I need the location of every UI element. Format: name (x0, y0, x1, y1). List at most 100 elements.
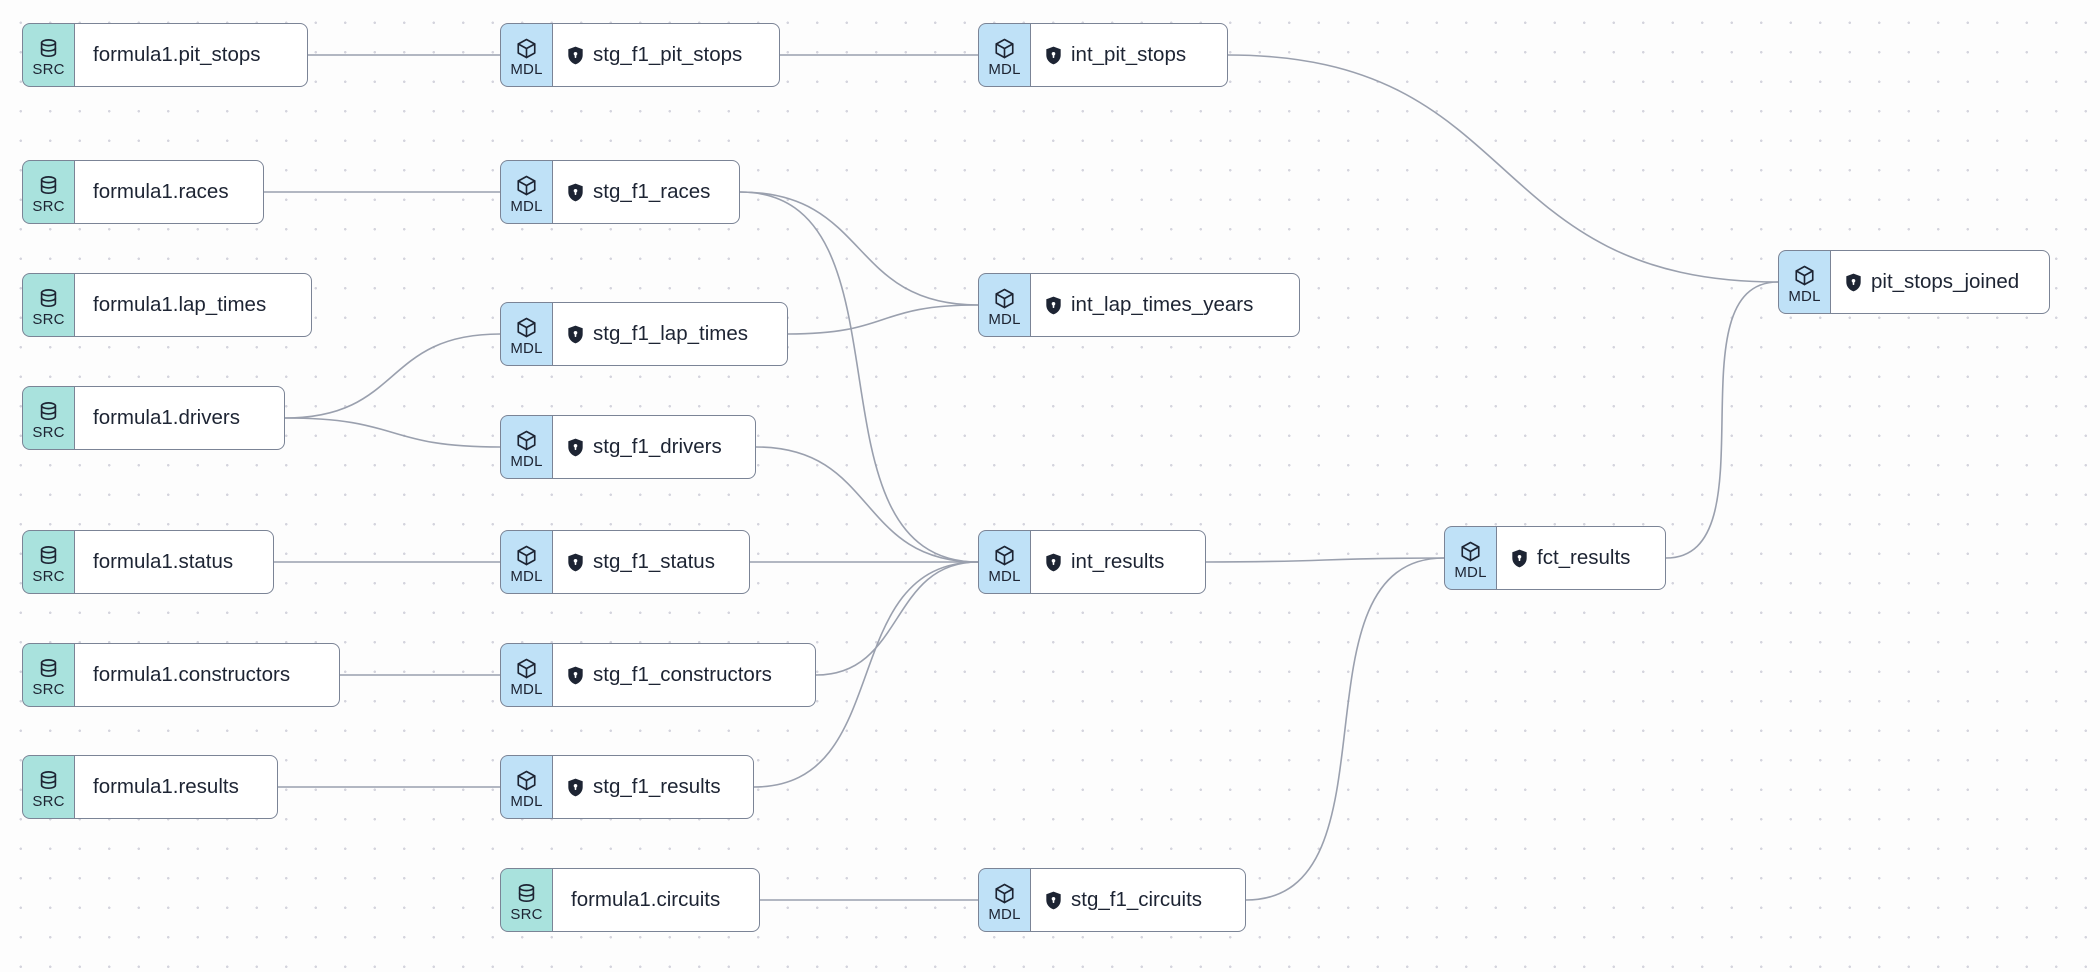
node-kind-label: SRC (32, 197, 65, 215)
node-label: int_lap_times_years (1071, 292, 1254, 316)
node-body[interactable]: stg_f1_races (552, 160, 740, 224)
cube-icon (993, 544, 1016, 567)
graph-node-src_circuits[interactable]: SRC formula1.circuits (500, 868, 760, 932)
cube-icon (515, 544, 538, 567)
graph-node-src_drivers[interactable]: SRC formula1.drivers (22, 386, 285, 450)
node-body[interactable]: formula1.circuits (552, 868, 760, 932)
node-kind-badge: MDL (1778, 250, 1830, 314)
node-body[interactable]: pit_stops_joined (1830, 250, 2050, 314)
node-kind-badge: MDL (500, 643, 552, 707)
graph-node-src_results[interactable]: SRC formula1.results (22, 755, 278, 819)
node-kind-label: SRC (32, 567, 65, 585)
node-kind-badge: SRC (22, 530, 74, 594)
cube-icon (515, 174, 538, 197)
node-label: formula1.constructors (93, 662, 291, 686)
graph-node-src_status[interactable]: SRC formula1.status (22, 530, 274, 594)
node-kind-label: SRC (32, 423, 65, 441)
node-body[interactable]: formula1.constructors (74, 643, 340, 707)
shield-lock-icon (567, 438, 584, 457)
graph-node-int_lap_times_years[interactable]: MDL int_lap_times_years (978, 273, 1300, 337)
graph-node-stg_results[interactable]: MDL stg_f1_results (500, 755, 754, 819)
node-kind-label: MDL (510, 792, 543, 810)
graph-node-stg_circuits[interactable]: MDL stg_f1_circuits (978, 868, 1246, 932)
node-body[interactable]: stg_f1_drivers (552, 415, 756, 479)
graph-node-int_results[interactable]: MDL int_results (978, 530, 1206, 594)
node-body[interactable]: int_results (1030, 530, 1206, 594)
node-body[interactable]: fct_results (1496, 526, 1666, 590)
node-label: stg_f1_results (593, 774, 721, 798)
node-body[interactable]: int_pit_stops (1030, 23, 1228, 87)
node-body[interactable]: formula1.pit_stops (74, 23, 308, 87)
node-kind-badge: SRC (22, 755, 74, 819)
graph-node-stg_drivers[interactable]: MDL stg_f1_drivers (500, 415, 756, 479)
database-icon (37, 769, 60, 792)
node-body[interactable]: stg_f1_circuits (1030, 868, 1246, 932)
graph-node-src_pit_stops[interactable]: SRC formula1.pit_stops (22, 23, 308, 87)
node-label: formula1.results (93, 774, 239, 798)
node-kind-badge: MDL (1444, 526, 1496, 590)
graph-node-stg_races[interactable]: MDL stg_f1_races (500, 160, 740, 224)
node-kind-label: SRC (510, 905, 543, 923)
node-body[interactable]: stg_f1_pit_stops (552, 23, 780, 87)
shield-lock-icon (567, 666, 584, 685)
node-kind-label: SRC (32, 680, 65, 698)
node-label: formula1.pit_stops (93, 42, 261, 66)
node-kind-label: MDL (510, 680, 543, 698)
shield-lock-icon (1045, 553, 1062, 572)
node-kind-label: MDL (988, 567, 1021, 585)
node-label: formula1.circuits (571, 887, 721, 911)
node-kind-badge: MDL (978, 273, 1030, 337)
node-kind-label: MDL (510, 452, 543, 470)
node-label: stg_f1_lap_times (593, 321, 748, 345)
node-body[interactable]: stg_f1_lap_times (552, 302, 788, 366)
node-body[interactable]: formula1.races (74, 160, 264, 224)
cube-icon (515, 429, 538, 452)
node-body[interactable]: formula1.drivers (74, 386, 285, 450)
node-kind-badge: SRC (22, 23, 74, 87)
shield-lock-icon (567, 553, 584, 572)
node-body[interactable]: stg_f1_constructors (552, 643, 816, 707)
node-label: int_results (1071, 549, 1165, 573)
database-icon (37, 174, 60, 197)
node-kind-label: SRC (32, 792, 65, 810)
shield-lock-icon (1045, 891, 1062, 910)
shield-lock-icon (567, 46, 584, 65)
graph-node-fct_results[interactable]: MDL fct_results (1444, 526, 1666, 590)
node-body[interactable]: formula1.status (74, 530, 274, 594)
shield-lock-icon (1045, 296, 1062, 315)
node-body[interactable]: int_lap_times_years (1030, 273, 1300, 337)
graph-node-src_races[interactable]: SRC formula1.races (22, 160, 264, 224)
node-label: stg_f1_pit_stops (593, 42, 743, 66)
node-label: stg_f1_races (593, 179, 711, 203)
node-body[interactable]: formula1.lap_times (74, 273, 312, 337)
node-kind-label: MDL (510, 197, 543, 215)
database-icon (37, 544, 60, 567)
shield-lock-icon (1045, 46, 1062, 65)
node-kind-label: MDL (988, 905, 1021, 923)
cube-icon (1793, 264, 1816, 287)
node-kind-badge: SRC (22, 643, 74, 707)
node-kind-badge: SRC (22, 160, 74, 224)
shield-lock-icon (567, 778, 584, 797)
node-kind-badge: MDL (978, 23, 1030, 87)
graph-node-stg_constructors[interactable]: MDL stg_f1_constructors (500, 643, 816, 707)
node-label: stg_f1_constructors (593, 662, 772, 686)
node-body[interactable]: formula1.results (74, 755, 278, 819)
cube-icon (993, 287, 1016, 310)
graph-node-src_constructors[interactable]: SRC formula1.constructors (22, 643, 340, 707)
cube-icon (515, 37, 538, 60)
database-icon (37, 400, 60, 423)
node-label: fct_results (1537, 545, 1631, 569)
node-body[interactable]: stg_f1_status (552, 530, 750, 594)
node-kind-badge: MDL (500, 530, 552, 594)
database-icon (37, 37, 60, 60)
node-body[interactable]: stg_f1_results (552, 755, 754, 819)
node-kind-label: MDL (1454, 563, 1487, 581)
